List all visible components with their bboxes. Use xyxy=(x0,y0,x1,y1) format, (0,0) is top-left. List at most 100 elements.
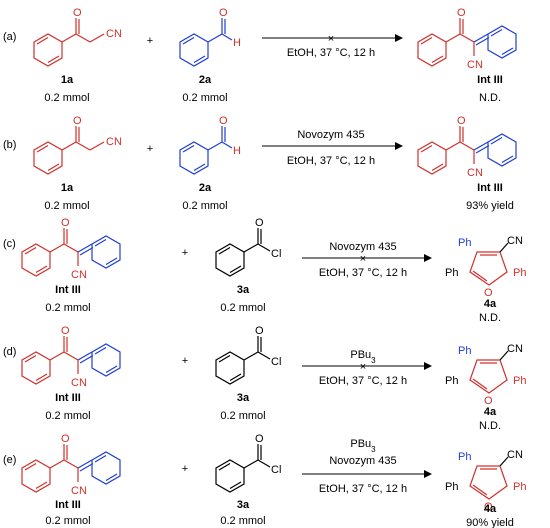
phenyl-label: Ph xyxy=(445,481,458,493)
conditions-below: EtOH, 37 °C, 12 h xyxy=(319,267,407,279)
phenyl-label: Ph xyxy=(513,267,526,279)
oxygen-label: O xyxy=(457,115,466,127)
chlorine-label: Cl xyxy=(271,464,281,476)
product-result: N.D. xyxy=(479,312,501,324)
plus-sign: + xyxy=(182,463,188,475)
nitrile-label: CN xyxy=(71,269,87,281)
cross-mark: × xyxy=(360,253,366,265)
reagent-amount: 0.2 mmol xyxy=(44,92,89,104)
hydrogen-label: H xyxy=(233,37,241,49)
phenyl-label: Ph xyxy=(458,345,471,357)
phenyl-label: Ph xyxy=(513,481,526,493)
phenyl-label: Ph xyxy=(445,267,458,279)
conditions-above: Novozym 435 xyxy=(329,455,396,467)
reagent-amount: 0.2 mmol xyxy=(182,92,227,104)
oxygen-label: O xyxy=(219,7,228,19)
furan-4a-structure xyxy=(469,242,509,286)
oxygen-label: O xyxy=(61,433,70,445)
cross-mark: × xyxy=(328,33,334,45)
reagent-label: 3a xyxy=(237,284,250,296)
cross-mark: × xyxy=(360,361,366,373)
reagent-label: 2a xyxy=(199,74,212,86)
nitrile-label: CN xyxy=(106,136,122,148)
row-d: (d) O CN Int III 0.2 mmol xyxy=(3,325,526,432)
oxygen-label: O xyxy=(73,7,82,19)
conditions-above: PBu3 xyxy=(350,438,376,454)
oxygen-label: O xyxy=(255,433,264,445)
phenyl-label: Ph xyxy=(445,375,458,387)
reagent-label: 3a xyxy=(237,499,250,511)
benzoyl-chloride-structure xyxy=(215,444,271,493)
row-a: (a) O CN 1a 0.2 mmol + O H xyxy=(3,7,517,104)
row-b: (b) O CN 1a 0.2 mmol + O H 2a 0.2 mmo xyxy=(3,115,517,212)
furan-4a-structure xyxy=(469,456,509,500)
reagent-label: Int III xyxy=(55,499,81,511)
product-label: 4a xyxy=(484,503,497,515)
product-result: 90% yield xyxy=(466,517,514,528)
int-iii-structure xyxy=(21,228,121,277)
conditions-below: EtOH, 37 °C, 12 h xyxy=(287,47,375,59)
conditions-above: PBu3 xyxy=(350,349,376,365)
furan-4a-structure xyxy=(469,350,509,394)
int-iii-structure xyxy=(21,444,121,493)
reagent-amount: 0.2 mmol xyxy=(44,200,89,212)
benzaldehyde-structure xyxy=(179,126,233,175)
phenyl-label: Ph xyxy=(458,451,471,463)
phenyl-label: Ph xyxy=(513,375,526,387)
nitrile-label: CN xyxy=(507,449,523,461)
row-letter: (b) xyxy=(3,139,16,151)
arrow-head xyxy=(395,142,403,150)
chlorine-label: Cl xyxy=(271,248,281,260)
conditions-below: EtOH, 37 °C, 12 h xyxy=(319,375,407,387)
reagent-amount: 0.2 mmol xyxy=(220,515,265,527)
nitrile-label: CN xyxy=(467,167,483,179)
benzaldehyde-structure xyxy=(179,18,233,67)
benzoylacetonitrile-structure xyxy=(33,126,105,175)
oxygen-label: O xyxy=(219,115,228,127)
plus-sign: + xyxy=(182,355,188,367)
reagent-amount: 0.2 mmol xyxy=(45,302,90,314)
oxygen-label: O xyxy=(484,501,493,513)
oxygen-label: O xyxy=(255,325,264,337)
chlorine-label: Cl xyxy=(271,356,281,368)
product-result: N.D. xyxy=(479,92,501,104)
reagent-label: 2a xyxy=(199,182,212,194)
row-letter: (d) xyxy=(3,346,16,358)
reagent-label: 1a xyxy=(61,182,74,194)
conditions-above: Novozym 435 xyxy=(297,129,364,141)
product-label: Int III xyxy=(477,74,503,86)
product-result: N.D. xyxy=(479,420,501,432)
phenyl-label: Ph xyxy=(458,237,471,249)
product-label: 4a xyxy=(484,406,497,418)
reagent-amount: 0.2 mmol xyxy=(220,410,265,422)
plus-sign: + xyxy=(147,143,153,155)
reagent-label: Int III xyxy=(55,284,81,296)
int-iii-structure xyxy=(21,336,121,385)
benzoylacetonitrile-structure xyxy=(33,18,105,67)
int-iii-structure xyxy=(417,126,517,175)
nitrile-label: CN xyxy=(507,343,523,355)
conditions-below: EtOH, 37 °C, 12 h xyxy=(319,483,407,495)
row-letter: (a) xyxy=(3,31,16,43)
reagent-amount: 0.2 mmol xyxy=(182,200,227,212)
arrow-head xyxy=(424,254,432,262)
arrow-head xyxy=(424,470,432,478)
oxygen-label: O xyxy=(457,7,466,19)
reagent-amount: 0.2 mmol xyxy=(45,515,90,527)
row-letter: (e) xyxy=(3,454,16,466)
nitrile-label: CN xyxy=(507,235,523,247)
product-label: 4a xyxy=(484,298,497,310)
plus-sign: + xyxy=(147,35,153,47)
reagent-amount: 0.2 mmol xyxy=(220,302,265,314)
reagent-label: 1a xyxy=(61,74,74,86)
product-result: 93% yield xyxy=(466,200,514,212)
benzoyl-chloride-structure xyxy=(215,336,271,385)
nitrile-label: CN xyxy=(71,485,87,497)
oxygen-label: O xyxy=(61,325,70,337)
oxygen-label: O xyxy=(61,217,70,229)
nitrile-label: CN xyxy=(467,59,483,71)
oxygen-label: O xyxy=(255,217,264,229)
reagent-label: 3a xyxy=(237,392,250,404)
nitrile-label: CN xyxy=(106,28,122,40)
